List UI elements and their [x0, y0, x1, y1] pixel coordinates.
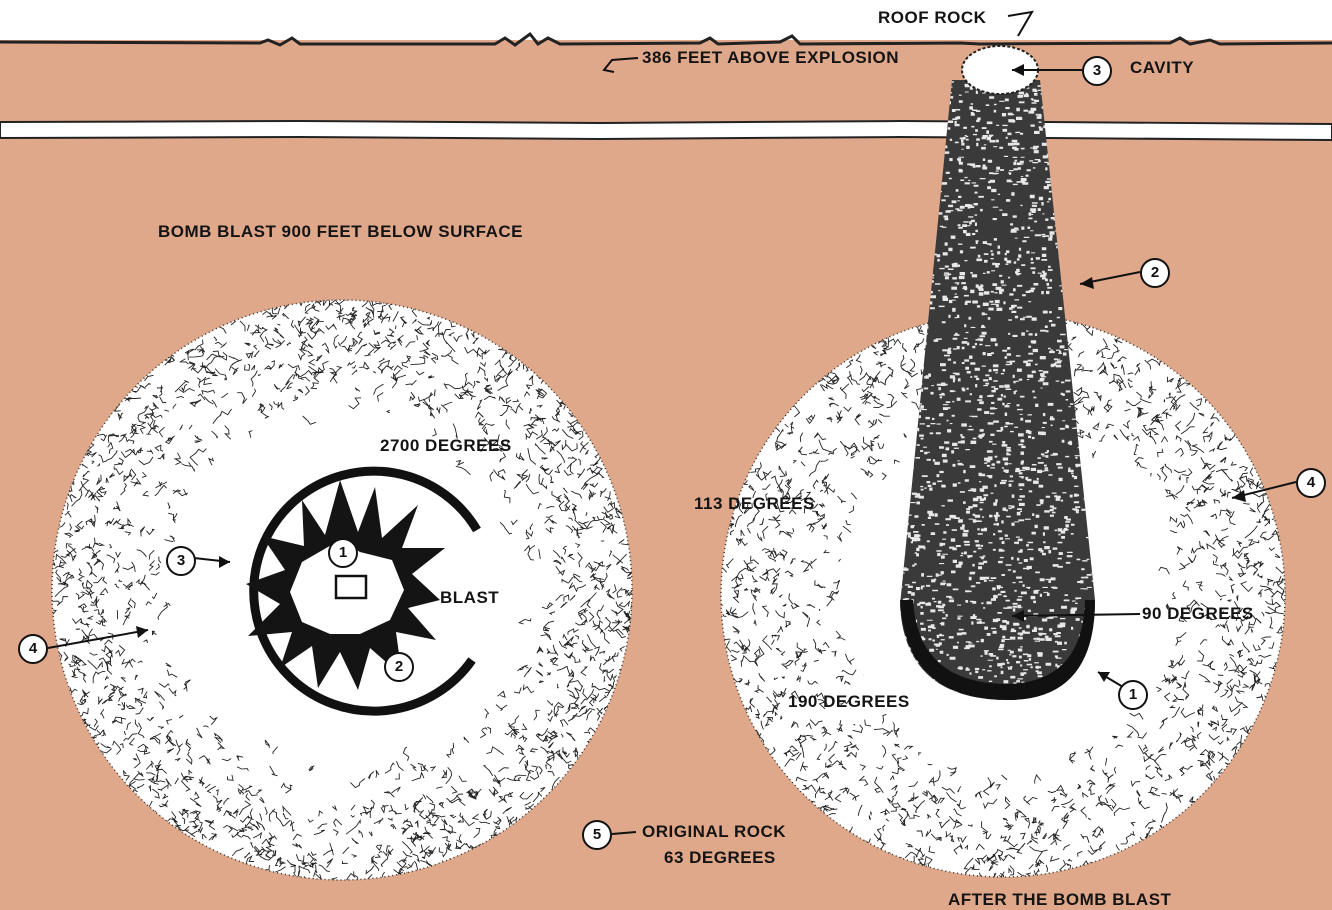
marker-left-zone: 4 — [18, 634, 48, 664]
marker-left-bomb: 1 — [328, 538, 358, 568]
blast-depth-label: BOMB BLAST 900 FEET BELOW SURFACE — [158, 222, 523, 242]
temp-90-label: 90 DEGREES — [1142, 604, 1254, 624]
original-rock-label: ORIGINAL ROCK — [642, 822, 786, 842]
original-rock-pointer — [612, 832, 636, 834]
roof-rock-band — [0, 121, 1332, 140]
blast-label: BLAST — [440, 588, 499, 608]
temp-63-label: 63 DEGREES — [664, 848, 776, 868]
marker-right-zone: 4 — [1296, 468, 1326, 498]
sky-strip — [0, 0, 1332, 40]
roof-rock-label: ROOF ROCK — [878, 8, 986, 28]
marker-chimney: 2 — [1140, 258, 1170, 288]
marker-melt: 1 — [1118, 680, 1148, 710]
bomb-box — [336, 576, 366, 598]
marker-left-ring: 3 — [166, 546, 196, 576]
after-blast-label: AFTER THE BOMB BLAST — [948, 890, 1171, 910]
cavity-label: CAVITY — [1130, 58, 1194, 78]
feet-above-pointer — [604, 58, 638, 72]
marker-original-rock: 5 — [582, 820, 612, 850]
marker-left-blast: 2 — [384, 652, 414, 682]
marker-cavity: 3 — [1082, 56, 1112, 86]
temp-190-label: 190 DEGREES — [788, 692, 910, 712]
feet-above-label: 386 FEET ABOVE EXPLOSION — [642, 48, 899, 68]
temp-113-label: 113 DEGREES — [694, 494, 815, 514]
temp-2700-label: 2700 DEGREES — [380, 436, 512, 456]
